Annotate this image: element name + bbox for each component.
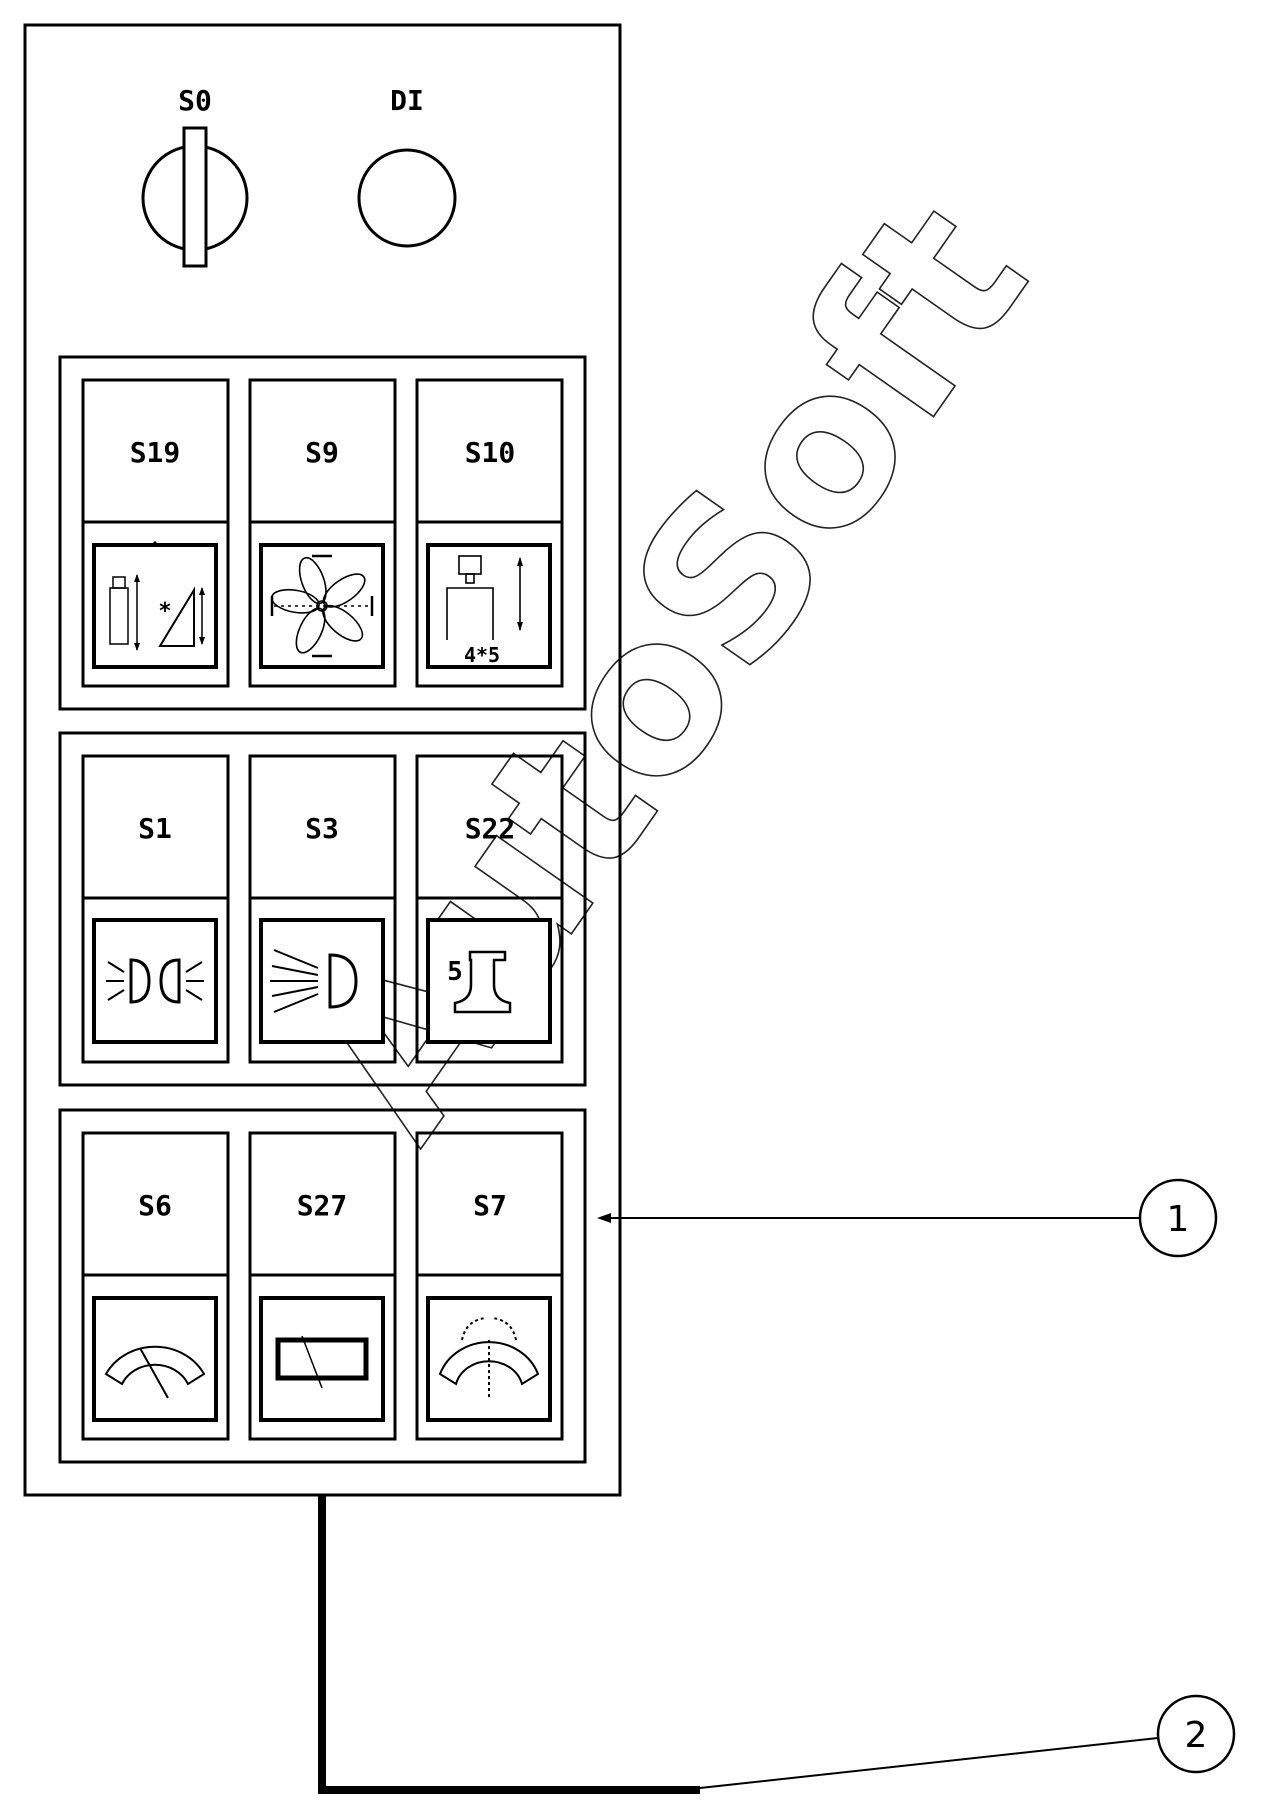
callout-1-label: 1 [1167, 1199, 1190, 1240]
button-label: S9 [305, 436, 339, 469]
lift-height-icon: * [92, 541, 218, 669]
double-lamp-icon [92, 918, 218, 1044]
button-label: S3 [305, 812, 339, 845]
button-s3[interactable]: S3 [248, 754, 397, 1064]
cable [318, 1495, 700, 1794]
button-group-2 [58, 731, 587, 1087]
headlight-icon [259, 918, 385, 1044]
button-s7[interactable]: S7 [415, 1131, 564, 1441]
indicator-lamp-label: DI [390, 84, 424, 117]
rail-icon: 5 [426, 918, 552, 1044]
button-label: S6 [138, 1189, 172, 1222]
button-group-3 [58, 1108, 587, 1464]
button-s9[interactable]: S9 [248, 378, 397, 688]
svg-text:*: * [158, 599, 171, 624]
button-label: S7 [473, 1189, 507, 1222]
button-s27[interactable]: S27 [248, 1131, 397, 1441]
button-label: S10 [465, 436, 516, 469]
callout-1: 1 [597, 1178, 1218, 1258]
arc-gauge-icon [92, 1296, 218, 1422]
icon-text: 5 [447, 957, 463, 987]
spray-arc-icon [426, 1296, 552, 1422]
indicator-lamp [357, 148, 457, 248]
fan-icon [259, 543, 385, 669]
button-s10[interactable]: S10 4*5 [415, 378, 564, 688]
button-s19[interactable]: S19 * [81, 378, 230, 688]
callout-2-label: 2 [1185, 1715, 1208, 1756]
button-group-1 [58, 355, 587, 711]
button-label: S27 [297, 1189, 348, 1222]
button-label: S1 [138, 812, 172, 845]
icon-text: 4*5 [464, 643, 500, 667]
button-s1[interactable]: S1 [81, 754, 230, 1064]
lift-4x5-icon: 4*5 [426, 543, 552, 669]
button-s22[interactable]: S22 5 [415, 754, 564, 1064]
key-switch-label: S0 [178, 84, 212, 117]
button-label: S22 [465, 812, 516, 845]
callout-2: 2 [699, 1694, 1236, 1789]
rectangle-gauge-icon [259, 1296, 385, 1422]
key-switch-s0[interactable]: S0 [141, 84, 249, 268]
button-s6[interactable]: S6 [81, 1131, 230, 1441]
key-switch-handle [182, 126, 208, 268]
button-label: S19 [130, 436, 181, 469]
indicator-lamp-d1: DI [357, 84, 457, 248]
